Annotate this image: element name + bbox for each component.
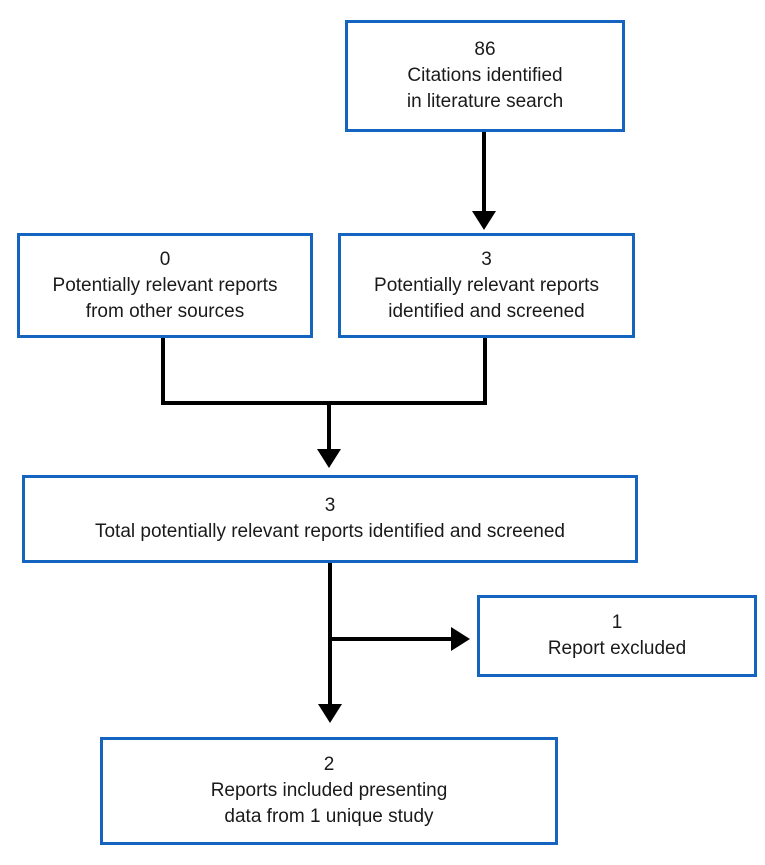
box-excluded-count: 1: [611, 612, 623, 633]
box-total-screened: 3 Total potentially relevant reports ide…: [22, 475, 638, 563]
arrow-total-to-included: [318, 563, 342, 723]
box-identified-screened-count: 3: [481, 248, 492, 270]
box-included: 2 Reports included presenting data from …: [100, 737, 558, 845]
box-other-sources-count: 0: [159, 248, 171, 270]
box-total-screened-label: Total potentially relevant reports ident…: [94, 521, 565, 542]
box-included-count: 2: [323, 754, 335, 775]
arrow-citations-to-screened: [472, 132, 496, 230]
box-citations-count: 86: [474, 39, 496, 60]
box-included-label: Reports included presenting: [210, 780, 448, 801]
box-identified-screened-label: Potentially relevant reports: [374, 274, 599, 296]
box-other-sources-label: from other sources: [85, 300, 245, 322]
box-total-screened-count: 3: [324, 495, 336, 516]
arrow-total-to-excluded: [330, 627, 470, 651]
box-excluded-label: Report excluded: [547, 638, 687, 659]
box-citations-label: Citations identified: [407, 65, 563, 86]
box-other-sources: 0 Potentially relevant reports from othe…: [17, 233, 313, 338]
box-other-sources-label: Potentially relevant reports: [52, 274, 278, 296]
connector-merge: [161, 338, 487, 468]
box-included-label: data from 1 unique study: [224, 806, 434, 827]
box-excluded: 1 Report excluded: [477, 595, 757, 677]
box-citations-label: in literature search: [406, 91, 564, 112]
box-citations: 86 Citations identified in literature se…: [345, 20, 625, 132]
box-identified-screened: 3 Potentially relevant reports identifie…: [338, 233, 635, 338]
box-identified-screened-label: identified and screened: [388, 300, 585, 322]
